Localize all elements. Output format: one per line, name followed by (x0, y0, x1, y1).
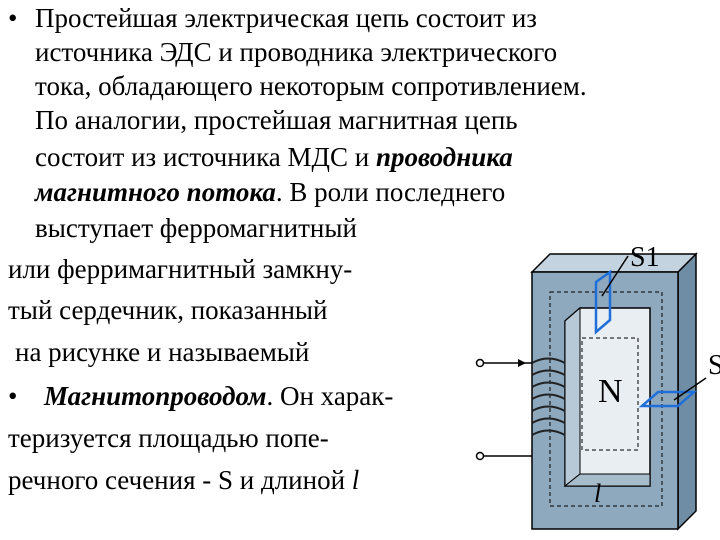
text-line: или ферримагнитный замкну- (8, 254, 353, 284)
magnetic-core-figure: S1 S2 N l (475, 242, 720, 531)
window-left-face (564, 306, 581, 488)
text-run: состоит из источника МДС и (35, 142, 376, 172)
emphasis-text: Магнитопроводом (44, 381, 267, 411)
text-line: Магнитопроводом. Он харак- (44, 381, 393, 411)
window-bottom-face (563, 473, 651, 487)
text-run: речного сечения - S и длиной (8, 465, 352, 495)
n-region (581, 337, 639, 451)
text-line: магнитного потока. В роли последнего (35, 177, 505, 207)
text-run: . В роли последнего (275, 177, 506, 207)
emphasis-text: проводника (375, 142, 513, 172)
text-line: источника ЭДС и проводника электрическог… (35, 37, 558, 67)
text-line: на рисунке и называемый (15, 337, 310, 367)
s1-leader (601, 255, 629, 297)
core-top-face (530, 253, 698, 273)
text-line: речного сечения - S и длиной l (8, 465, 359, 495)
label-n: N (598, 373, 623, 410)
section-s2 (638, 390, 698, 408)
s2-leader (673, 377, 707, 401)
text-line: тока, обладающего некоторым сопротивлени… (35, 71, 587, 101)
text-run: . Он харак- (266, 381, 394, 411)
text-line: По аналогии, простейшая магнитная цепь (35, 105, 518, 135)
label-l: l (594, 479, 601, 508)
flux-path (549, 291, 663, 507)
terminal-bottom (475, 451, 485, 461)
emphasis-text: магнитного потока (35, 177, 276, 207)
emphasis-text: l (351, 465, 360, 495)
coil (531, 357, 566, 436)
text-line: Простейшая электрическая цепь состоит из (35, 3, 537, 33)
text-line: тый сердечник, показанный (8, 295, 328, 325)
bullet-1: • (8, 3, 18, 33)
section-s1 (594, 269, 612, 335)
bullet-2: • (8, 381, 18, 411)
label-s1: S1 (630, 242, 660, 273)
terminal-top (475, 358, 485, 368)
label-s2: S2 (708, 350, 720, 381)
text-line: выступает ферромагнитный (35, 213, 357, 243)
text-line: состоит из источника МДС и проводника (35, 142, 513, 172)
current-arrow (518, 359, 526, 367)
text-line: теризуется площадью попе- (8, 423, 329, 453)
